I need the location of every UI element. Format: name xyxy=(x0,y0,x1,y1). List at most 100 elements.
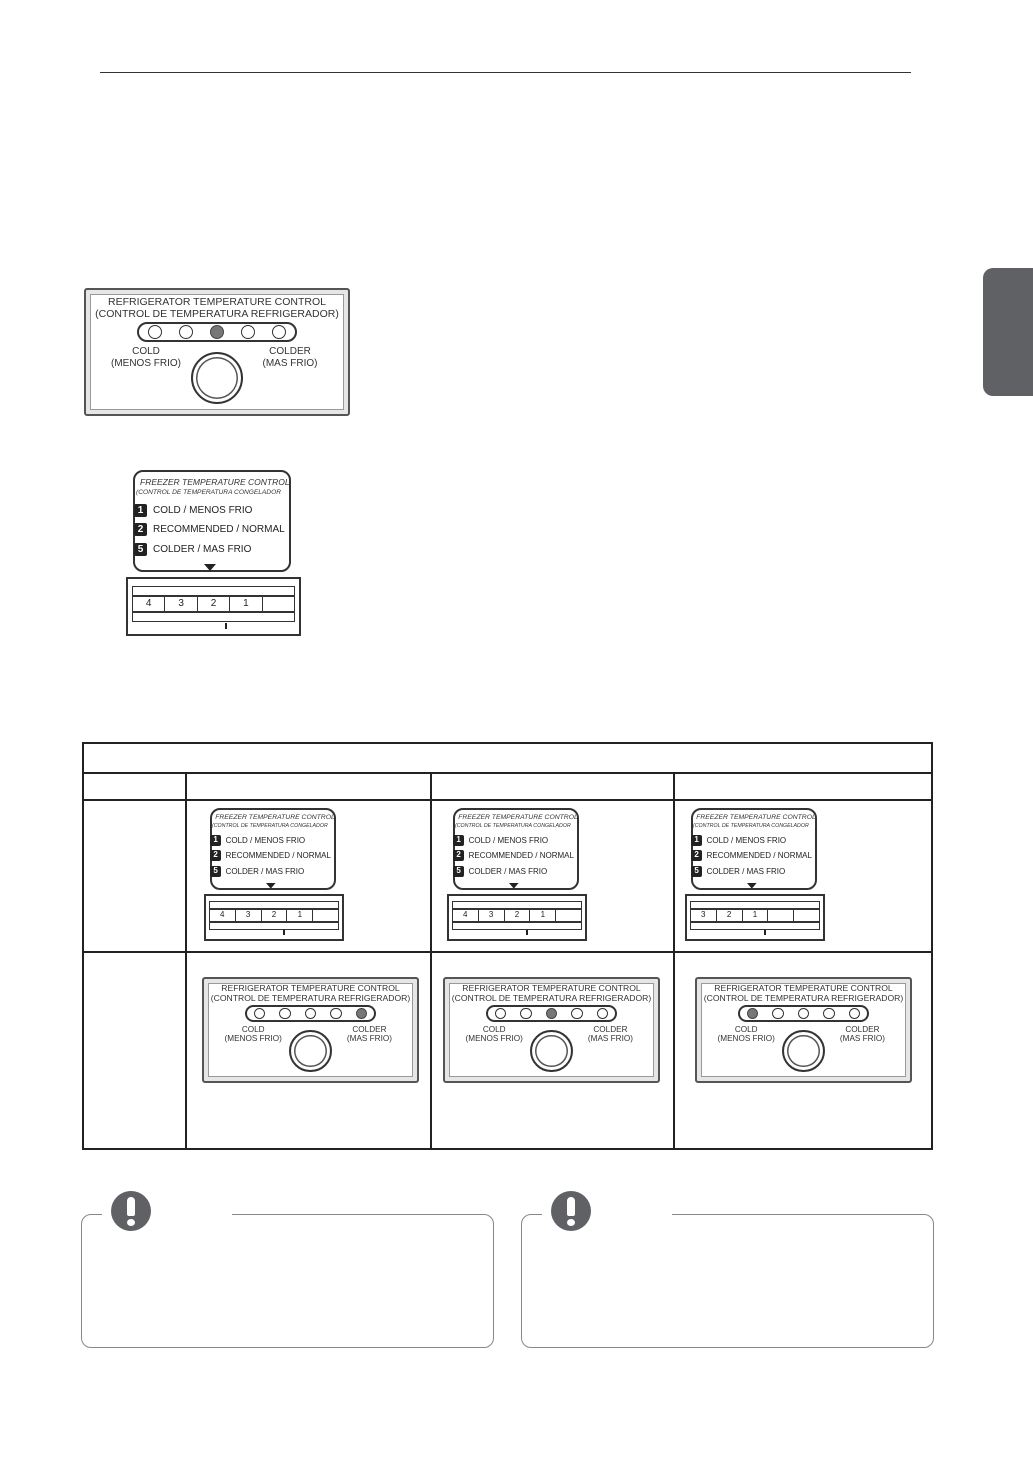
option-badge: 5 xyxy=(691,866,702,877)
option-badge: 5 xyxy=(453,866,464,877)
dial-number-cell: 4 xyxy=(453,909,479,921)
option-label: RECOMMENDED / NORMAL xyxy=(225,851,331,861)
colder-label: COLDER(MAS FRIO) xyxy=(587,1024,633,1044)
refrigerator-control-title: REFRIGERATOR TEMPERATURE CONTROL(CONTROL… xyxy=(451,982,652,1003)
option-badge: 1 xyxy=(210,835,221,846)
option-badge: 2 xyxy=(210,850,221,861)
caution-icon xyxy=(551,1191,591,1231)
note-box-left xyxy=(81,1214,494,1348)
table-refrigerator-control: REFRIGERATOR TEMPERATURE CONTROL(CONTROL… xyxy=(695,977,912,1083)
freezer-control-panel: FREEZER TEMPERATURE CONTROL(CONTROL DE T… xyxy=(126,470,301,636)
table-column-header-divider xyxy=(84,799,931,801)
table-column-divider xyxy=(185,772,187,1148)
table-freezer-control: FREEZER TEMPERATURE CONTROL (CONTROL DE T… xyxy=(204,808,344,941)
option-badge: 5 xyxy=(134,543,147,556)
caution-icon xyxy=(111,1191,151,1231)
option-badge: 2 xyxy=(134,523,147,536)
dial-track xyxy=(208,921,340,930)
option-label: COLDER / MAS FRIO xyxy=(153,544,252,555)
table-refrigerator-control: REFRIGERATOR TEMPERATURE CONTROL(CONTROL… xyxy=(202,977,419,1083)
option-label: COLD / MENOS FRIO xyxy=(153,505,253,516)
led-indicator-active xyxy=(746,1007,759,1020)
freezer-control-subtitle: (CONTROL DE TEMPERATURA CONGELADOR xyxy=(136,489,281,496)
dial-number-cell xyxy=(263,597,294,611)
led-indicator-active xyxy=(545,1007,558,1020)
dial-marker xyxy=(225,623,227,629)
refrigerator-control-title: REFRIGERATOR TEMPERATURE CONTROL(CONTROL… xyxy=(703,982,904,1003)
dial-track xyxy=(451,900,583,909)
option-badge: 5 xyxy=(210,866,221,877)
led-indicator xyxy=(304,1007,317,1020)
freezer-option: 1 COLD / MENOS FRIO xyxy=(134,504,252,517)
table-refrigerator-control: REFRIGERATOR TEMPERATURE CONTROL(CONTROL… xyxy=(443,977,660,1083)
dial-number-cell xyxy=(556,910,581,921)
option-label: COLD / MENOS FRIO xyxy=(706,835,787,845)
option-badge: 1 xyxy=(134,504,147,517)
dial-track xyxy=(208,900,340,909)
led-indicator xyxy=(823,1007,835,1020)
led-indicator xyxy=(253,1007,266,1020)
option-label: RECOMMENDED / NORMAL xyxy=(153,524,285,535)
option-label: COLD / MENOS FRIO xyxy=(468,835,549,845)
option-label: RECOMMENDED / NORMAL xyxy=(706,851,812,861)
freezer-option: 2 RECOMMENDED / NORMAL xyxy=(691,850,812,861)
colder-label: COLDER(MAS FRIO) xyxy=(262,346,318,369)
led-indicator-bar xyxy=(244,1005,377,1022)
dial-marker xyxy=(764,930,766,936)
dial-number-cell: 1 xyxy=(287,909,314,921)
dial-number-cell: 3 xyxy=(165,597,198,611)
option-badge: 2 xyxy=(453,850,464,861)
temperature-knob[interactable] xyxy=(289,1029,332,1073)
temperature-knob[interactable] xyxy=(782,1029,825,1073)
dial-number-cell: 2 xyxy=(262,909,288,921)
note-box-right xyxy=(521,1214,934,1348)
dial-number-cell xyxy=(768,909,795,921)
freezer-control-subtitle: (CONTROL DE TEMPERATURA CONGELADOR xyxy=(212,823,328,830)
option-badge: 2 xyxy=(691,850,702,861)
dial-number-cell: 3 xyxy=(479,909,505,921)
option-badge: 1 xyxy=(691,835,702,846)
pointer-arrow-icon xyxy=(747,883,757,889)
cold-label: COLD(MENOS FRIO) xyxy=(465,1024,523,1044)
colder-label: COLDER(MAS FRIO) xyxy=(346,1024,392,1044)
dial-number-cell: 4 xyxy=(133,597,166,611)
led-indicator xyxy=(279,1007,291,1020)
dial-track xyxy=(689,900,821,909)
led-indicator xyxy=(272,325,287,339)
pointer-arrow-icon xyxy=(204,564,216,571)
dial-track xyxy=(689,921,821,930)
refrigerator-control-panel: REFRIGERATOR TEMPERATURE CONTROL(CONTROL… xyxy=(84,288,350,416)
refrigerator-control-title: REFRIGERATOR TEMPERATURE CONTROL(CONTROL… xyxy=(95,296,339,321)
dial-marker xyxy=(283,930,285,936)
led-indicator xyxy=(797,1007,810,1020)
cold-label: COLD(MENOS FRIO) xyxy=(111,346,181,369)
section-tab xyxy=(983,268,1033,396)
temperature-knob[interactable] xyxy=(530,1029,573,1073)
table-header-divider xyxy=(84,772,931,774)
led-indicator xyxy=(848,1007,861,1020)
header-rule xyxy=(100,72,911,73)
dial-track xyxy=(132,586,295,596)
note-title-gap xyxy=(542,1212,672,1216)
led-indicator xyxy=(147,325,162,339)
colder-label: COLDER(MAS FRIO) xyxy=(839,1024,885,1044)
dial-number-cell: 3 xyxy=(691,909,717,921)
freezer-control-title: FREEZER TEMPERATURE CONTROL xyxy=(215,813,335,821)
temperature-knob[interactable] xyxy=(191,352,243,404)
table-column-divider xyxy=(673,772,675,1148)
led-indicator xyxy=(241,325,256,339)
dial-number-cell: 2 xyxy=(505,909,531,921)
cold-label: COLD(MENOS FRIO) xyxy=(717,1024,775,1044)
led-indicator-active xyxy=(355,1007,368,1020)
freezer-option: 1 COLD / MENOS FRIO xyxy=(691,835,787,846)
dial-number-cell: 1 xyxy=(530,909,557,921)
